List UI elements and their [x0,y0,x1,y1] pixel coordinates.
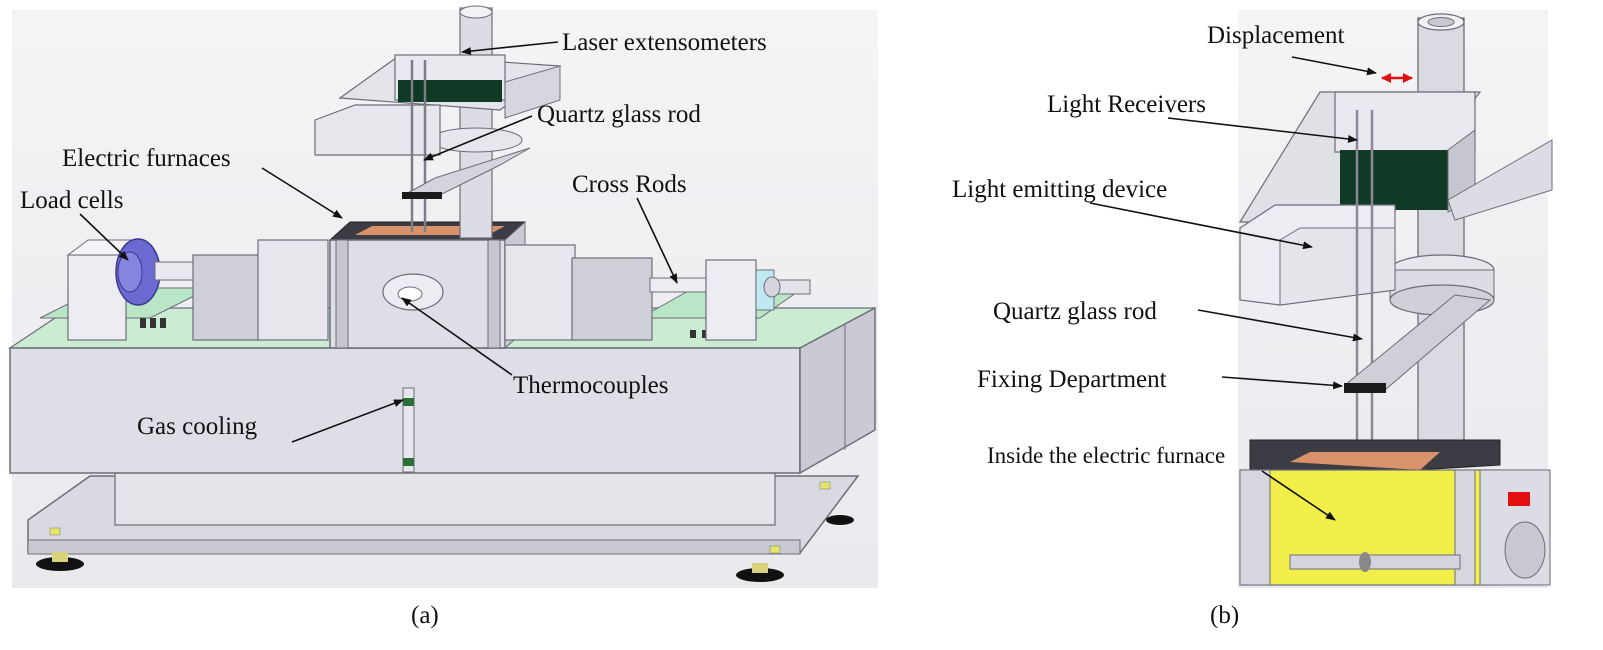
label-cross-rods: Cross Rods [572,171,687,198]
label-displacement: Displacement [1207,22,1345,49]
label-quartz-glass-rod-a: Quartz glass rod [537,101,701,128]
label-fixing-department: Fixing Department [977,366,1167,393]
label-light-receivers: Light Receivers [1047,91,1206,118]
panel-a-illustration [8,5,878,588]
panel-a-caption: (a) [411,602,439,629]
panel-b-illustration [1238,10,1553,588]
label-thermocouples: Thermocouples [513,372,669,399]
panel-b-caption: (b) [1210,602,1240,629]
label-light-emitting-device: Light emitting device [952,176,1168,203]
label-gas-cooling: Gas cooling [137,413,258,440]
label-load-cells: Load cells [20,187,124,214]
label-quartz-glass-rod-b: Quartz glass rod [993,298,1157,325]
label-electric-furnaces: Electric furnaces [62,145,231,172]
label-laser-extensometers: Laser extensometers [562,29,767,56]
label-inside-electric-furnace: Inside the electric furnace [987,443,1226,468]
annotation-arrows [79,41,1377,521]
